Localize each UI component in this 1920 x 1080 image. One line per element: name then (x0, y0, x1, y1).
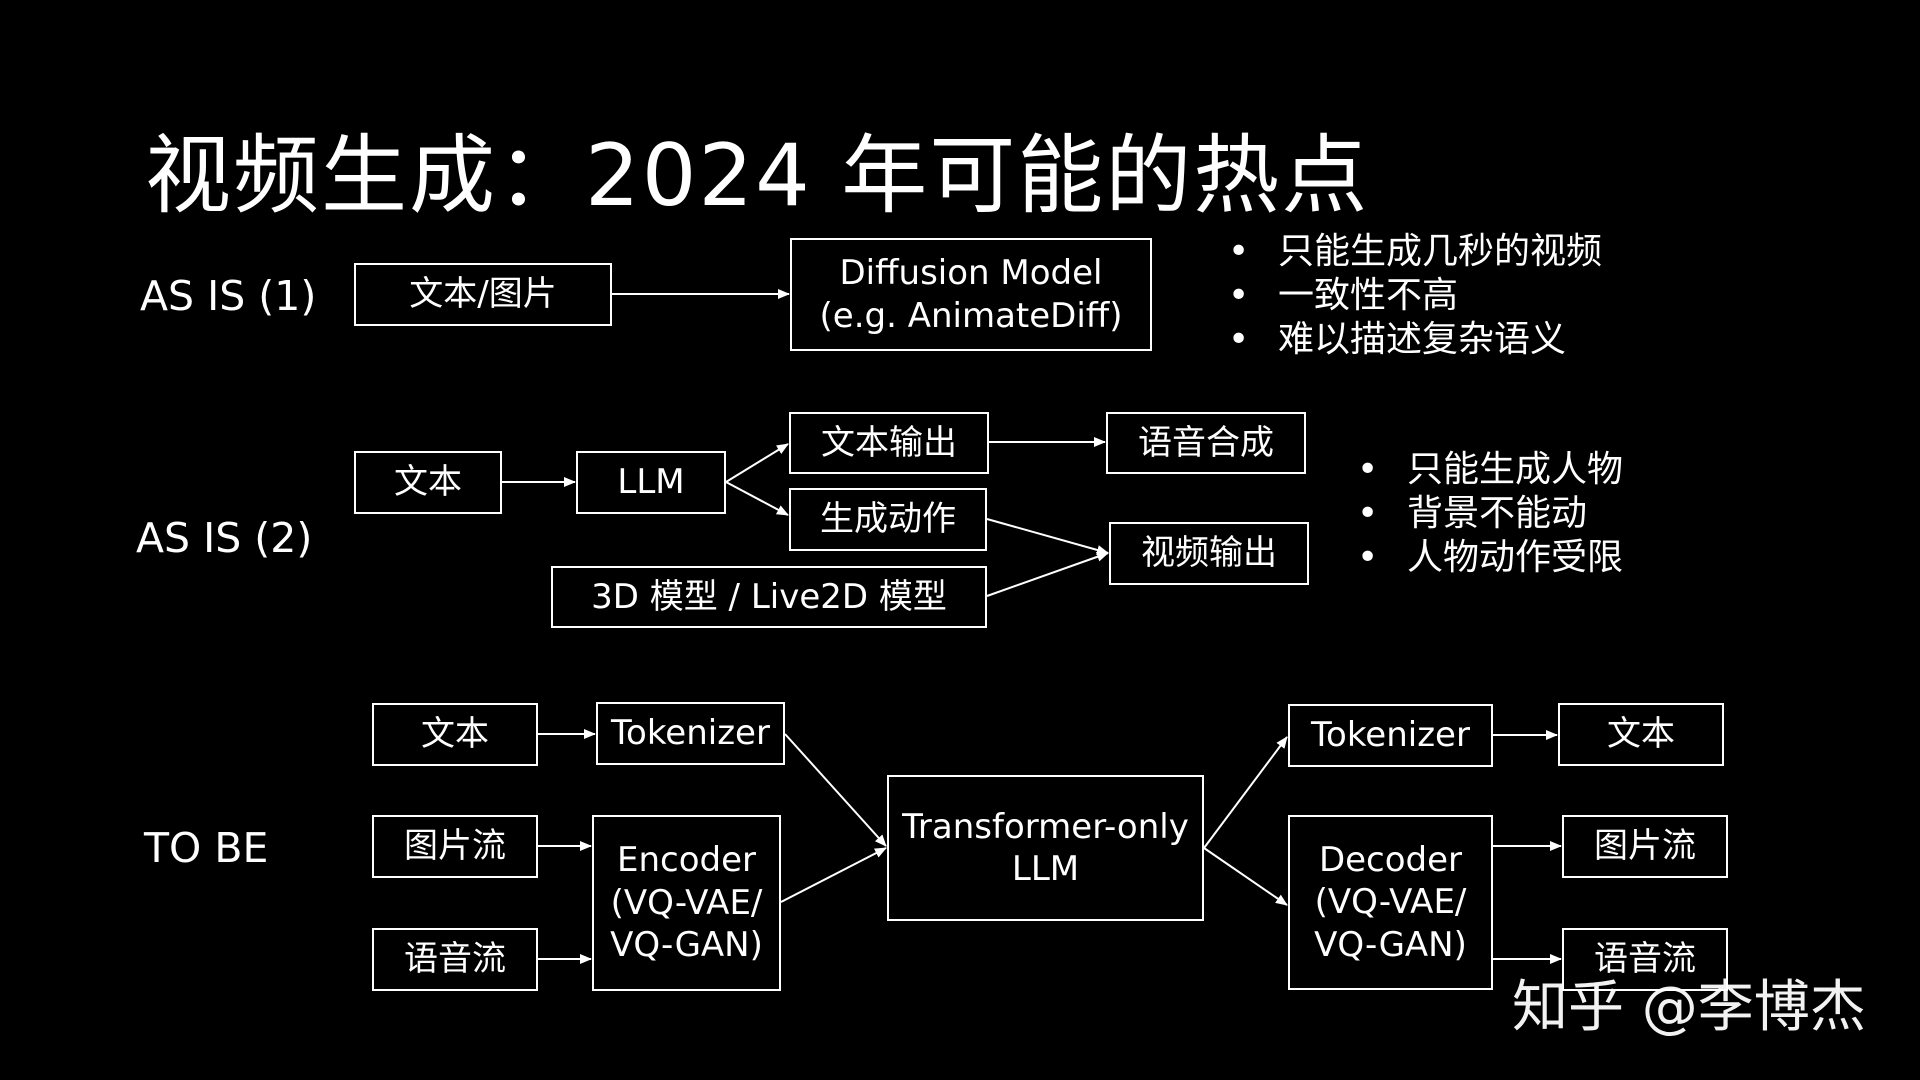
to-be-text-input-box: 文本 (372, 703, 538, 766)
to-be-label: TO BE (144, 824, 269, 872)
model-3d-label: 3D 模型 / Live2D 模型 (591, 576, 947, 617)
as-is-1-input-text: 文本/图片 (409, 274, 557, 315)
decoder-line2: (VQ-VAE/ (1314, 882, 1467, 923)
text-output-box: 文本输出 (789, 412, 989, 474)
decoder-line1: Decoder (1318, 839, 1463, 880)
to-be-text-input-label: 文本 (421, 714, 489, 755)
to-be-text-output-label: 文本 (1607, 714, 1675, 755)
arrow-3d-to-video (986, 551, 1109, 597)
transformer-line2: LLM (1011, 849, 1080, 889)
audio-stream-input-box: 语音流 (372, 928, 538, 991)
tokenizer-in-label: Tokenizer (611, 713, 770, 754)
arrow-action-to-video (986, 518, 1109, 555)
tokenizer-in-box: Tokenizer (596, 702, 785, 765)
zhihu-watermark: 知乎 @李博杰 (1512, 975, 1866, 1040)
as-is-1-limitations: 只能生成几秒的视频 一致性不高 难以描述复杂语义 (1228, 230, 1602, 362)
decoder-box: Decoder (VQ-VAE/ VQ-GAN) (1288, 815, 1493, 990)
diffusion-model-line1: Diffusion Model (839, 253, 1103, 293)
as-is-2-llm-box: LLM (576, 451, 726, 514)
arrow-tokenizer-to-llm (784, 733, 887, 847)
transformer-line1: Transformer-only (902, 806, 1189, 847)
arrow-llm-to-action (725, 481, 789, 516)
image-stream-input-label: 图片流 (404, 826, 506, 867)
image-stream-input-box: 图片流 (372, 815, 538, 878)
text-output-label: 文本输出 (821, 422, 957, 463)
to-be-text-output-box: 文本 (1558, 703, 1724, 766)
as-is-1-input-box: 文本/图片 (354, 263, 612, 326)
as-is-2-limitations: 只能生成人物 背景不能动 人物动作受限 (1357, 448, 1623, 580)
audio-stream-output-label: 语音流 (1594, 939, 1696, 980)
diffusion-model-box: Diffusion Model (e.g. AnimateDiff) (790, 238, 1152, 351)
model-3d-box: 3D 模型 / Live2D 模型 (551, 566, 987, 628)
as-is-2-bullet: 只能生成人物 (1357, 448, 1623, 492)
slide-title: 视频生成：2024 年可能的热点 (145, 126, 1370, 226)
as-is-1-bullet: 只能生成几秒的视频 (1228, 230, 1602, 274)
decoder-line3: VQ-GAN) (1314, 924, 1467, 965)
as-is-2-label: AS IS (2) (136, 514, 313, 562)
image-stream-output-label: 图片流 (1594, 826, 1696, 867)
as-is-2-text-label: 文本 (394, 462, 462, 503)
encoder-line1: Encoder (616, 840, 756, 881)
as-is-2-bullet: 人物动作受限 (1357, 536, 1623, 580)
encoder-line2: (VQ-VAE/ (610, 882, 763, 923)
tts-label: 语音合成 (1138, 422, 1274, 463)
as-is-2-bullet: 背景不能动 (1357, 492, 1623, 536)
action-box: 生成动作 (789, 488, 987, 551)
encoder-line3: VQ-GAN) (610, 925, 763, 966)
image-stream-output-box: 图片流 (1562, 815, 1728, 878)
tokenizer-out-label: Tokenizer (1311, 715, 1470, 756)
as-is-1-label: AS IS (1) (140, 272, 317, 320)
tts-box: 语音合成 (1106, 412, 1306, 474)
arrow-encoder-to-llm (780, 847, 887, 903)
encoder-box: Encoder (VQ-VAE/ VQ-GAN) (592, 815, 781, 991)
arrow-llm-to-text-output (725, 443, 789, 483)
transformer-llm-box: Transformer-only LLM (887, 775, 1204, 921)
as-is-2-text-box: 文本 (354, 451, 502, 514)
video-output-box: 视频输出 (1109, 522, 1309, 585)
audio-stream-input-label: 语音流 (404, 939, 506, 980)
as-is-2-llm-label: LLM (617, 462, 685, 503)
video-output-label: 视频输出 (1141, 533, 1277, 574)
arrow-llm-to-tokenizer-out (1203, 736, 1288, 849)
as-is-1-bullet: 难以描述复杂语义 (1228, 318, 1602, 362)
audio-stream-output-box: 语音流 (1562, 928, 1728, 991)
arrow-llm-to-decoder (1203, 847, 1288, 906)
action-label: 生成动作 (820, 499, 956, 540)
as-is-1-bullet: 一致性不高 (1228, 274, 1602, 318)
diffusion-model-line2: (e.g. AnimateDiff) (819, 295, 1123, 336)
tokenizer-out-box: Tokenizer (1288, 704, 1493, 767)
